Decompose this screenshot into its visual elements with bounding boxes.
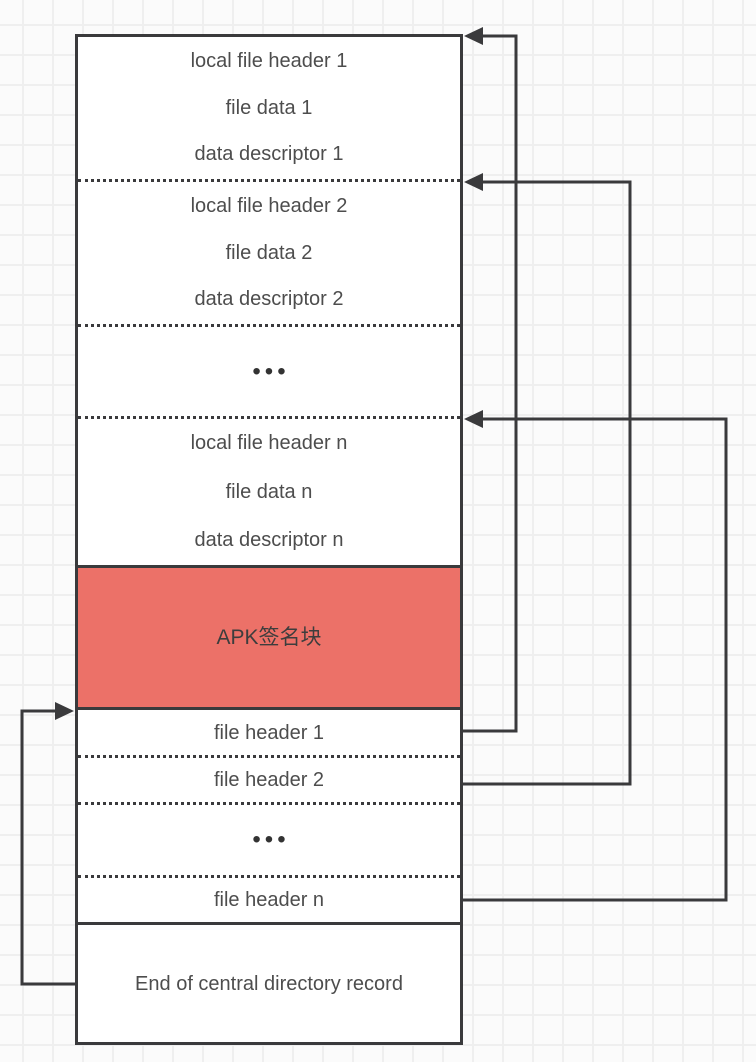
arrow-central-header-1-to-local-1 (463, 27, 518, 733)
file-header-2-label: file header 2 (213, 769, 325, 791)
data-descriptor-1-label: data descriptor 1 (194, 143, 344, 165)
zip-structure-box: local file header 1 file data 1 data des… (75, 34, 463, 1045)
ellipsis-dots: ••• (252, 357, 290, 385)
section-local-entry-1: local file header 1 file data 1 data des… (78, 37, 460, 182)
eocd-label: End of central directory record (135, 972, 403, 995)
local-file-header-1-label: local file header 1 (190, 50, 348, 72)
arrowhead-right-icon (55, 702, 74, 720)
file-data-2-label: file data 2 (225, 241, 313, 264)
data-descriptor-2-label: data descriptor 2 (194, 288, 344, 310)
local-file-header-2-label: local file header 2 (190, 195, 348, 217)
arrow-eocd-to-central-directory (20, 702, 76, 986)
section-eocd: End of central directory record (78, 925, 460, 1042)
local-file-header-n-label: local file header n (190, 432, 348, 454)
arrowhead-left-icon (464, 27, 483, 45)
file-data-n-label: file data n (225, 480, 313, 503)
arrow-central-header-2-to-local-2 (463, 173, 632, 786)
section-local-entry-n: local file header n file data n data des… (78, 419, 460, 565)
section-central-dir-header-1: file header 1 (78, 710, 460, 758)
ellipsis-dots: ••• (252, 826, 290, 853)
section-local-entries-ellipsis: ••• (78, 327, 460, 419)
section-central-dir-header-2: file header 2 (78, 758, 460, 805)
file-header-1-label: file header 1 (213, 721, 325, 744)
apk-signing-block: APK签名块 (78, 565, 460, 710)
arrow-central-header-n-to-local-n (463, 410, 728, 902)
arrowhead-left-icon (464, 410, 483, 428)
file-header-n-label: file header n (213, 889, 325, 911)
section-local-entry-2: local file header 2 file data 2 data des… (78, 182, 460, 327)
apk-signing-block-label: APK签名块 (216, 625, 322, 649)
arrowhead-left-icon (464, 173, 483, 191)
data-descriptor-n-label: data descriptor n (194, 529, 344, 551)
section-central-dir-ellipsis: ••• (78, 805, 460, 878)
file-data-1-label: file data 1 (225, 96, 313, 119)
section-central-dir-header-n: file header n (78, 878, 460, 925)
